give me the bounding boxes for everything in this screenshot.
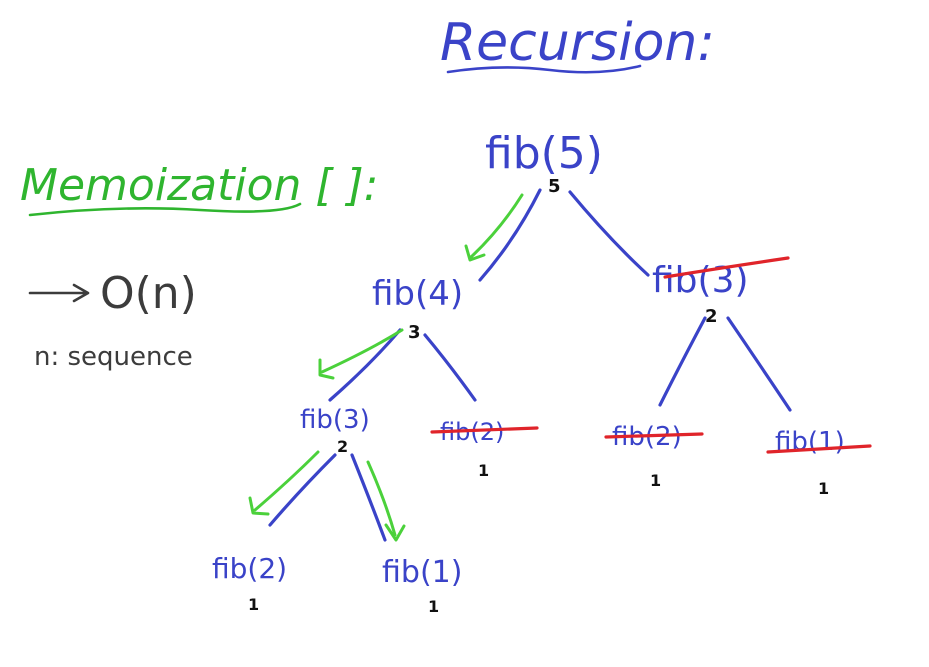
node-fib3-right-strike [663,256,790,279]
edge-fib4-fib2 [423,333,477,402]
recursion-heading: Recursion: [440,13,715,73]
node-fib1-right-value: 1 [818,479,829,498]
node-fib1-bottom-value: 1 [428,597,439,616]
node-fib2-mid-value: 1 [478,461,489,480]
edge-fib5-fib3 [568,190,650,277]
node-fib5-value: 5 [548,176,561,197]
recursion-underline [446,64,642,74]
node-fib2-right-strike [604,432,704,439]
node-fib2-bottom-label: fib(2) [212,552,287,585]
node-fib1-bottom-label: fib(1) [382,555,462,590]
edge-fib5-fib4 [478,188,542,282]
node-fib3-left-label: fib(3) [300,405,370,435]
memo-arrow-fib3-fib1 [366,460,406,542]
edge-fib3r-fib1 [726,316,792,412]
memoization-heading: Memoization [ ]: [20,160,379,211]
memoization-underline [28,202,302,217]
memo-arrow-fib4-fib3 [318,328,404,380]
big-o-label: O(n) [100,268,197,319]
node-fib5-label: fib(5) [485,128,603,179]
edge-fib3l-fib2 [268,453,337,527]
sequence-note: n: sequence [34,342,193,372]
node-fib2-mid-strike [430,426,539,434]
node-fib4-value: 3 [408,322,421,343]
node-fib2-right-value: 1 [650,471,661,490]
node-fib1-right-strike [766,444,872,454]
memo-arrow-fib3-fib2 [248,450,320,516]
node-fib3-right-value: 2 [705,306,718,327]
node-fib3-left-value: 2 [337,437,348,456]
edge-fib3l-fib1 [350,453,387,542]
node-fib4-label: fib(4) [372,274,463,314]
memo-arrow-fib5-fib4 [464,193,524,262]
node-fib2-bottom-value: 1 [248,595,259,614]
complexity-arrow [28,283,90,303]
edge-fib4-fib3 [328,328,402,402]
edge-fib3r-fib2 [658,316,707,407]
